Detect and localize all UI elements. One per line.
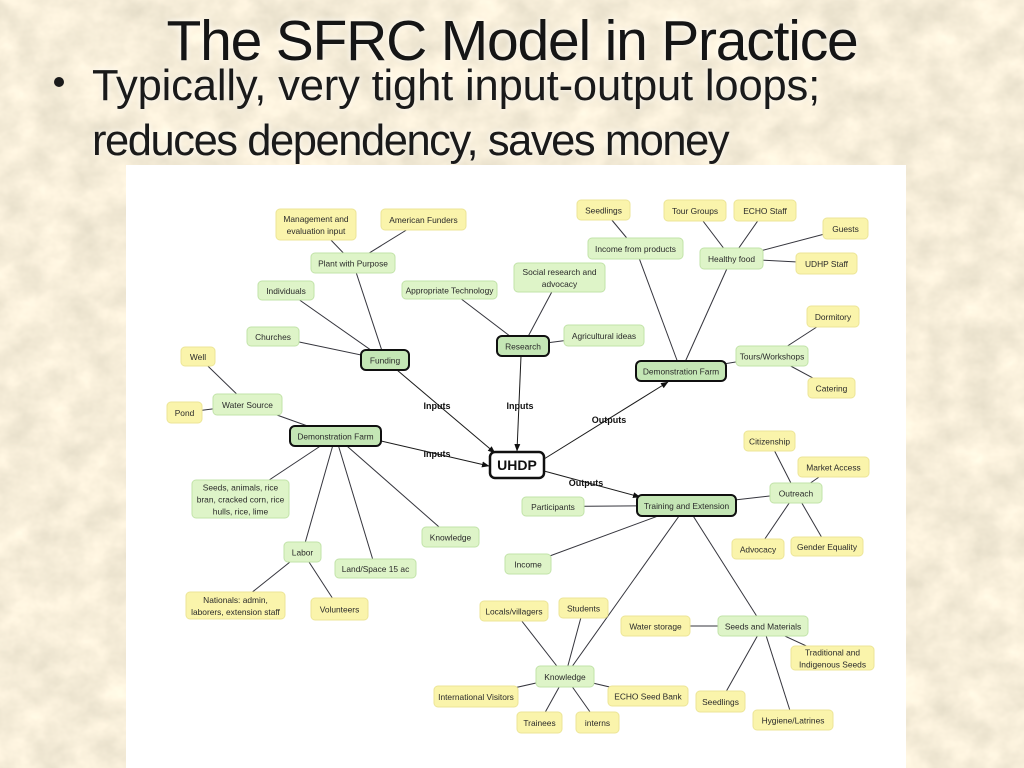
svg-text:Indigenous Seeds: Indigenous Seeds: [799, 659, 866, 669]
svg-text:Tour Groups: Tour Groups: [672, 206, 718, 216]
svg-text:Volunteers: Volunteers: [320, 604, 360, 614]
svg-text:advocacy: advocacy: [542, 279, 578, 289]
svg-text:Traditional and: Traditional and: [805, 647, 860, 657]
svg-text:Individuals: Individuals: [266, 286, 306, 296]
svg-text:Seeds, animals, rice: Seeds, animals, rice: [203, 482, 279, 492]
svg-text:Knowledge: Knowledge: [430, 532, 472, 542]
svg-text:Seedlings: Seedlings: [702, 697, 739, 707]
svg-text:Advocacy: Advocacy: [740, 544, 777, 554]
svg-text:Inputs: Inputs: [424, 401, 451, 411]
svg-text:Social research and: Social research and: [522, 267, 596, 277]
svg-text:Pond: Pond: [175, 408, 195, 418]
svg-text:laborers, extension staff: laborers, extension staff: [191, 607, 280, 617]
svg-text:Seedlings: Seedlings: [585, 205, 622, 215]
svg-text:American Funders: American Funders: [389, 215, 457, 225]
svg-text:Outreach: Outreach: [779, 488, 814, 498]
svg-text:Tours/Workshops: Tours/Workshops: [740, 351, 805, 361]
svg-text:Inputs: Inputs: [424, 449, 451, 459]
svg-text:Participants: Participants: [531, 502, 575, 512]
svg-text:Nationals: admin,: Nationals: admin,: [203, 595, 268, 605]
svg-text:Dormitory: Dormitory: [815, 312, 852, 322]
svg-text:bran, cracked corn, rice: bran, cracked corn, rice: [197, 494, 285, 504]
svg-text:Water storage: Water storage: [629, 621, 682, 631]
svg-text:Management and: Management and: [283, 214, 349, 224]
svg-text:Trainees: Trainees: [523, 718, 555, 728]
svg-text:Knowledge: Knowledge: [544, 672, 586, 682]
svg-text:Guests: Guests: [832, 224, 859, 234]
svg-text:Healthy food: Healthy food: [708, 254, 755, 264]
svg-text:Research: Research: [505, 341, 541, 351]
svg-text:Market Access: Market Access: [806, 462, 860, 472]
svg-text:Outputs: Outputs: [592, 415, 627, 425]
svg-text:Demonstration Farm: Demonstration Farm: [643, 366, 719, 376]
svg-text:Land/Space 15 ac: Land/Space 15 ac: [342, 564, 410, 574]
svg-text:Water Source: Water Source: [222, 400, 273, 410]
svg-text:Labor: Labor: [292, 547, 314, 557]
svg-text:Seeds and Materials: Seeds and Materials: [725, 621, 801, 631]
svg-text:International Visitors: International Visitors: [438, 692, 514, 702]
svg-text:Demonstration Farm: Demonstration Farm: [297, 431, 373, 441]
svg-text:Catering: Catering: [816, 383, 848, 393]
svg-text:Agricultural ideas: Agricultural ideas: [572, 331, 636, 341]
svg-text:Training and Extension: Training and Extension: [644, 501, 730, 511]
svg-text:Plant with Purpose: Plant with Purpose: [318, 258, 388, 268]
svg-text:Appropriate Technology: Appropriate Technology: [406, 285, 495, 295]
svg-text:Locals/villagers: Locals/villagers: [485, 606, 542, 616]
svg-text:Income: Income: [514, 559, 542, 569]
svg-text:Citizenship: Citizenship: [749, 436, 790, 446]
svg-text:interns: interns: [585, 718, 610, 728]
svg-text:Income from products: Income from products: [595, 244, 676, 254]
svg-text:ECHO Staff: ECHO Staff: [743, 206, 787, 216]
svg-text:Outputs: Outputs: [569, 478, 604, 488]
svg-text:Funding: Funding: [370, 355, 401, 365]
svg-text:Students: Students: [567, 603, 600, 613]
svg-text:Well: Well: [190, 352, 206, 362]
svg-text:hulls, rice, lime: hulls, rice, lime: [213, 506, 269, 516]
svg-text:UDHP Staff: UDHP Staff: [805, 259, 849, 269]
svg-text:ECHO Seed Bank: ECHO Seed Bank: [614, 691, 682, 701]
svg-text:Churches: Churches: [255, 332, 291, 342]
svg-text:Inputs: Inputs: [507, 401, 534, 411]
svg-text:UHDP: UHDP: [497, 457, 537, 473]
svg-text:Hygiene/Latrines: Hygiene/Latrines: [762, 715, 825, 725]
svg-text:evaluation input: evaluation input: [287, 226, 346, 236]
svg-text:Gender Equality: Gender Equality: [797, 542, 858, 552]
